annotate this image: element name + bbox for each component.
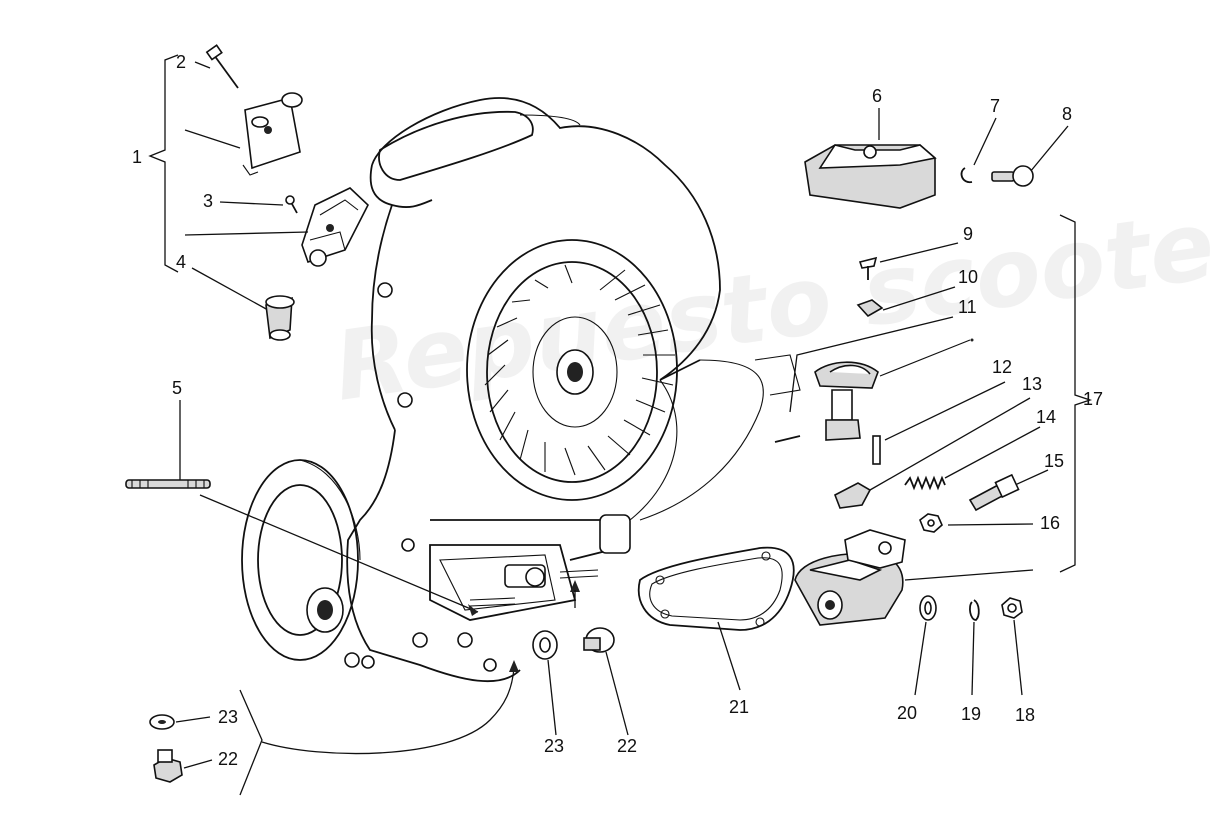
part-14-spring: 14 bbox=[904, 407, 1056, 491]
callout-13: 13 bbox=[1022, 374, 1042, 394]
callout-7: 7 bbox=[990, 96, 1000, 116]
part-19-washer: 19 bbox=[961, 599, 981, 724]
part-group-17: 17 bbox=[1059, 214, 1103, 573]
part-6-cover: 6 bbox=[804, 86, 937, 209]
part-22-plug: 22 bbox=[583, 627, 637, 756]
part-8-screw: 8 bbox=[991, 104, 1072, 187]
part-12-pin: 12 bbox=[872, 357, 1012, 465]
part-3-screw bbox=[285, 195, 298, 214]
callout-3: 3 bbox=[203, 191, 213, 211]
part-7-washer: 7 bbox=[960, 96, 1000, 184]
callout-9: 9 bbox=[963, 224, 973, 244]
part-17-housing bbox=[794, 529, 1034, 626]
part-15-adjuster: 15 bbox=[968, 451, 1064, 512]
part-11-rocker: 11 bbox=[774, 297, 977, 443]
callout-18: 18 bbox=[1015, 705, 1035, 725]
callout-4: 4 bbox=[176, 252, 186, 272]
callout-22a: 22 bbox=[218, 749, 238, 769]
callout-19: 19 bbox=[961, 704, 981, 724]
part-16-nut: 16 bbox=[919, 513, 1060, 533]
part-group-22-23-left: 23 22 bbox=[149, 689, 263, 796]
callout-15: 15 bbox=[1044, 451, 1064, 471]
part-21-gasket: 21 bbox=[637, 546, 795, 717]
callout-5: 5 bbox=[172, 378, 182, 398]
callout-23a: 23 bbox=[218, 707, 238, 727]
watermark-text: Repuesto scooter .com bbox=[328, 144, 1210, 423]
callout-16: 16 bbox=[1040, 513, 1060, 533]
callout-21: 21 bbox=[729, 697, 749, 717]
part-9-pin: 9 bbox=[858, 224, 973, 280]
callout-1: 1 bbox=[132, 147, 142, 167]
part-2-bolt bbox=[205, 44, 239, 89]
part-10-block: 10 bbox=[856, 267, 978, 318]
fan-blades bbox=[484, 264, 675, 476]
part-13-plate: 13 bbox=[833, 374, 1042, 509]
part-4-cap bbox=[265, 295, 295, 341]
callout-22b: 22 bbox=[617, 736, 637, 756]
engine-casing bbox=[199, 97, 801, 755]
part-18-nut: 18 bbox=[1001, 597, 1035, 725]
watermark: Repuesto scooter .com bbox=[328, 144, 1210, 423]
callout-2: 2 bbox=[176, 52, 186, 72]
part-20-washer: 20 bbox=[897, 595, 937, 723]
part-group-1: 1 2 3 4 bbox=[132, 44, 369, 341]
part-5-stud: 5 bbox=[125, 378, 211, 489]
carburetor-body bbox=[242, 92, 303, 176]
callout-14: 14 bbox=[1036, 407, 1056, 427]
callout-20: 20 bbox=[897, 703, 917, 723]
callout-17: 17 bbox=[1083, 389, 1103, 409]
callout-11: 11 bbox=[958, 297, 977, 317]
callout-8: 8 bbox=[1062, 104, 1072, 124]
carburetor-mechanism bbox=[301, 187, 369, 267]
callout-10: 10 bbox=[958, 267, 978, 287]
callout-12: 12 bbox=[992, 357, 1012, 377]
callout-23b: 23 bbox=[544, 736, 564, 756]
callout-6: 6 bbox=[872, 86, 882, 106]
part-23-washer: 23 bbox=[532, 630, 564, 756]
